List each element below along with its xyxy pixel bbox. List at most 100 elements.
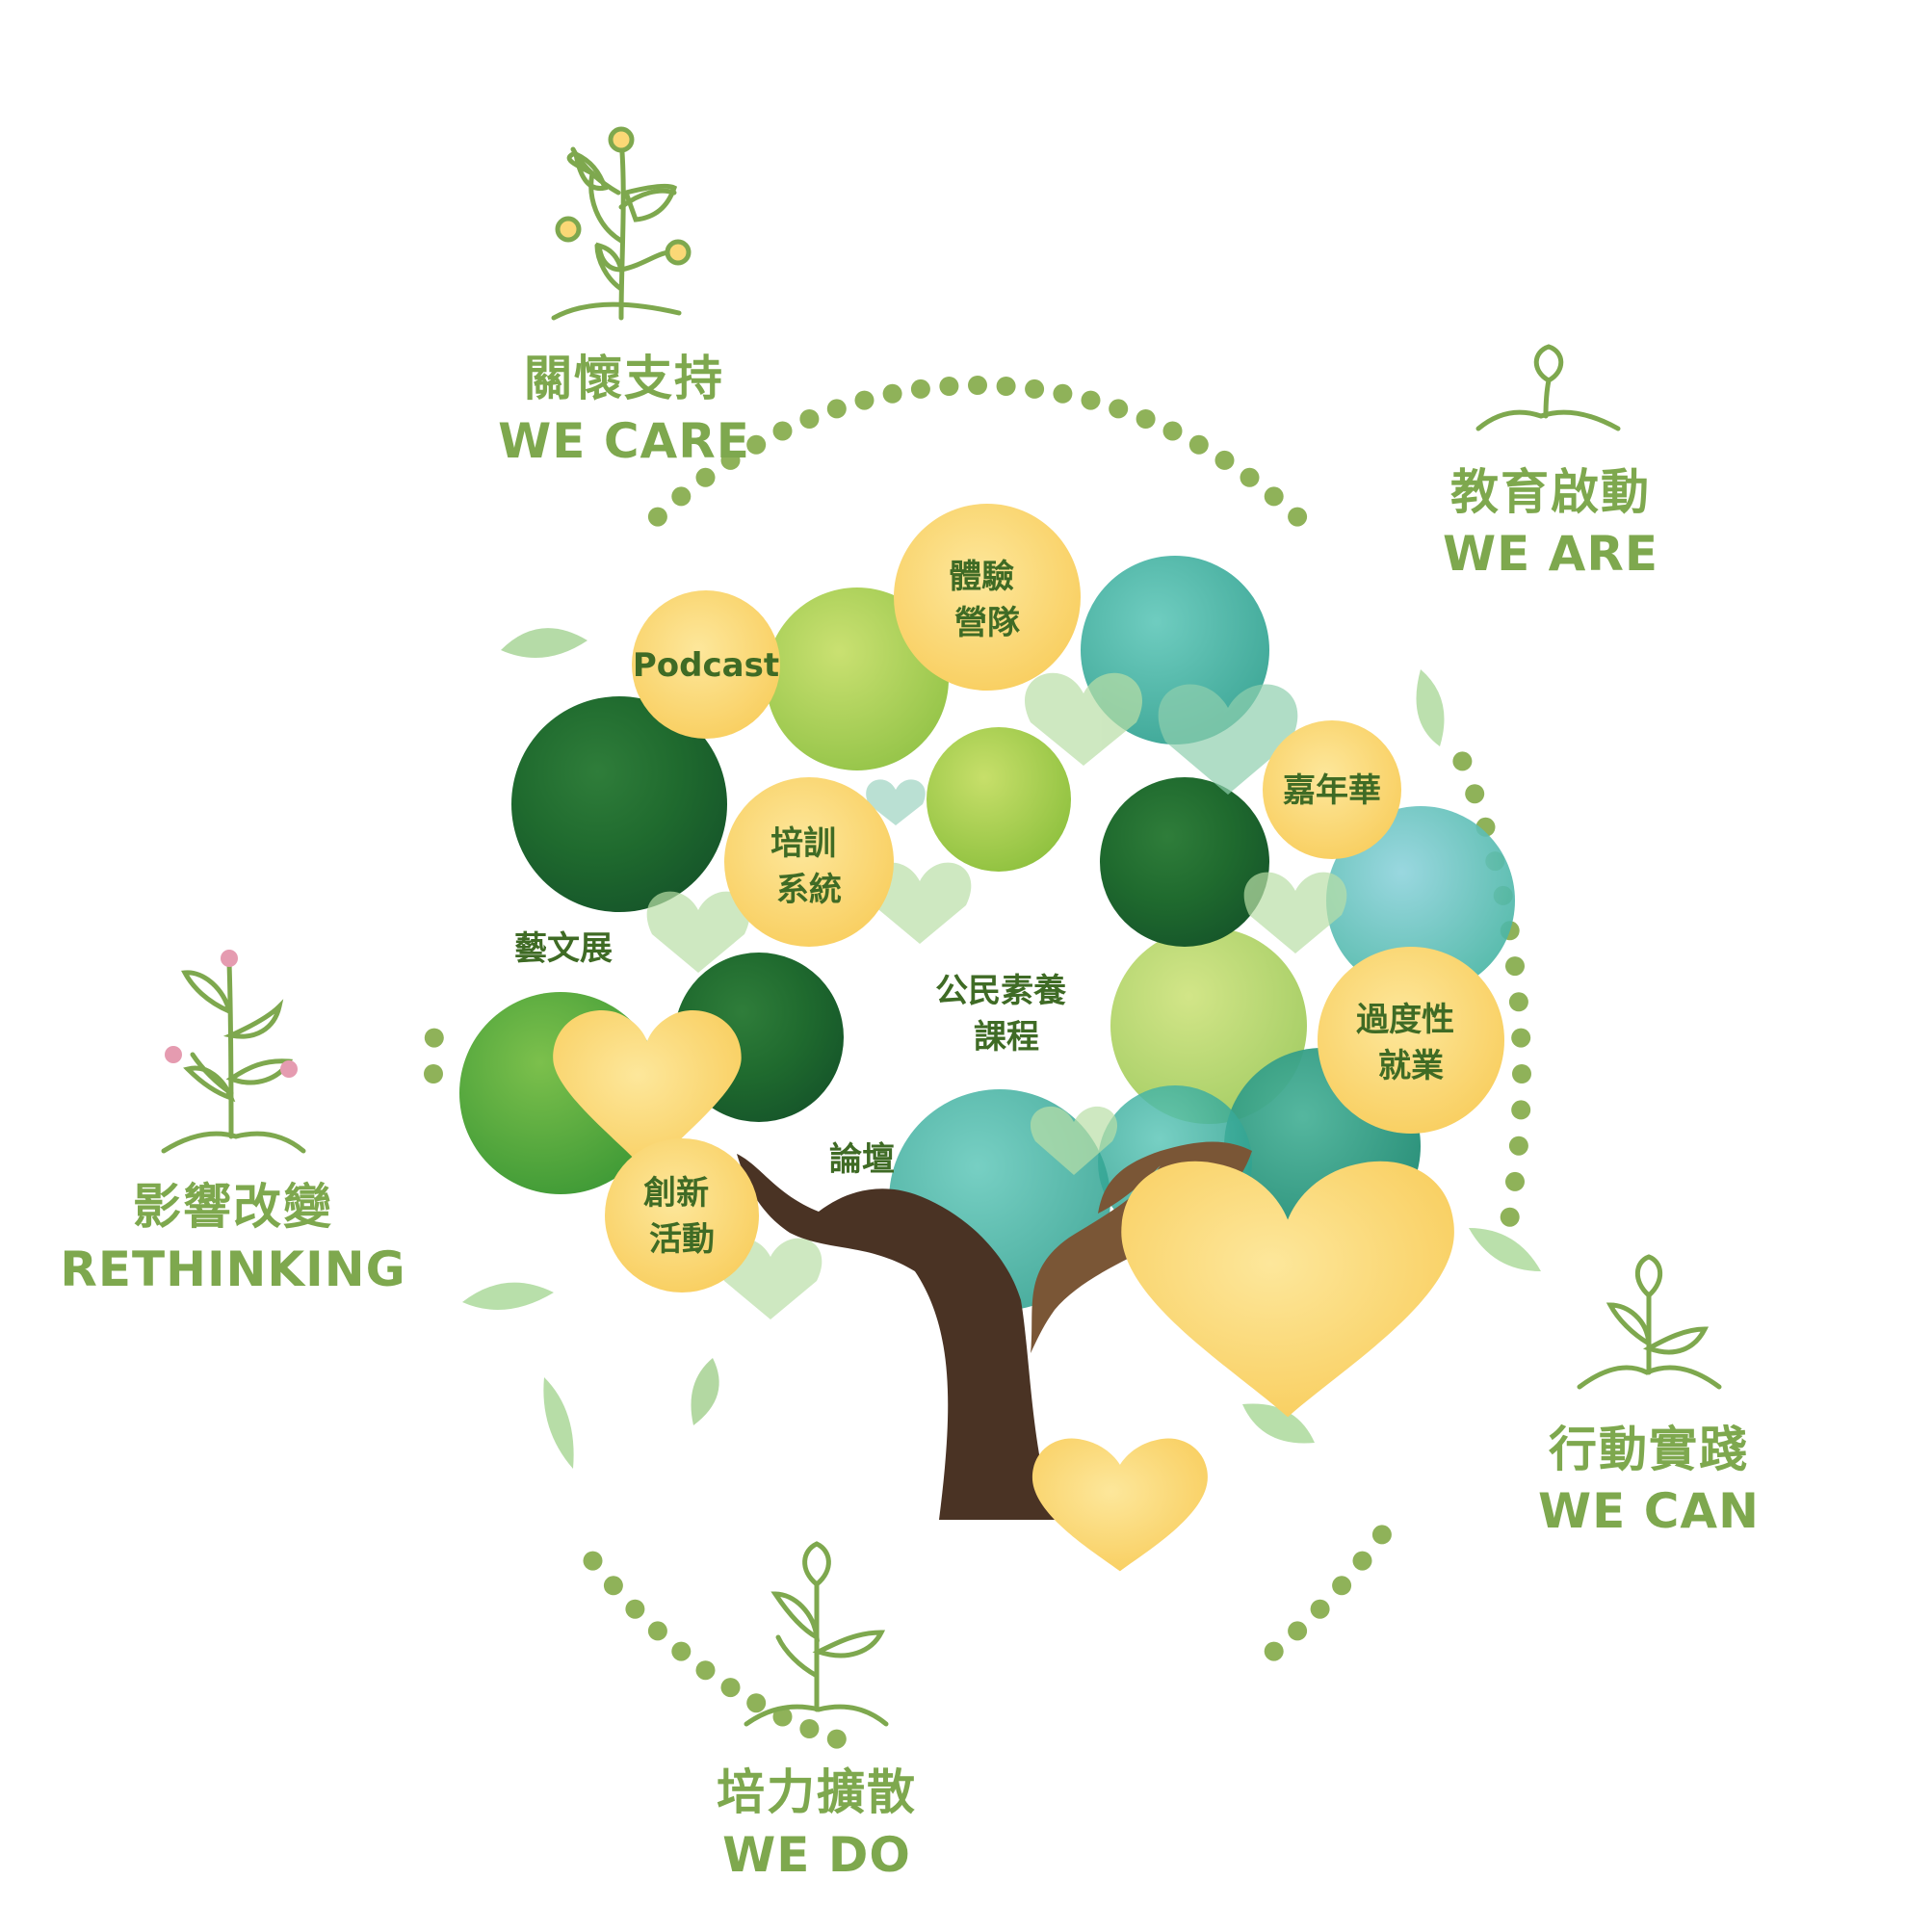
ring-dot	[1109, 399, 1129, 419]
ring-dot	[772, 421, 793, 441]
bubble-civic-label: 公民素養 課程	[935, 972, 1078, 1057]
bubble-transition-label: 過度性 就業	[1356, 1001, 1466, 1085]
ring-dot	[996, 377, 1016, 396]
stage-we-care: 關懷支持 WE CARE	[498, 126, 750, 469]
budding-plant-icon	[551, 126, 692, 321]
stage-care-zh: 關懷支持	[524, 351, 724, 406]
ring-dot	[1500, 1207, 1520, 1227]
stage-rethink-zh: 影響改變	[133, 1179, 333, 1235]
ring-dot	[647, 507, 667, 527]
ring-dot	[671, 486, 692, 507]
ring-dot	[746, 434, 767, 455]
dotted-cycle-ring	[424, 376, 1531, 1749]
bubble-art[interactable]: 藝文展	[471, 869, 742, 1172]
seedling-icon	[1577, 1254, 1722, 1390]
stage-we-are: 教育啟動 WE ARE	[1443, 344, 1658, 582]
leaf-icon	[691, 1358, 719, 1425]
bubble-podcast[interactable]: Podcast	[632, 590, 780, 739]
stage-do-en: WE DO	[722, 1827, 911, 1883]
ring-dot	[1508, 1136, 1528, 1156]
ring-dot	[695, 1660, 716, 1681]
stage-care-en: WE CARE	[498, 413, 750, 469]
ring-dot	[1505, 1171, 1525, 1191]
ring-dot	[647, 1621, 667, 1641]
bubble-camp-label: 體驗 營隊	[949, 558, 1026, 642]
leaf-icon	[1242, 1403, 1315, 1444]
ring-dot	[1136, 409, 1156, 429]
bubble-podcast-label: Podcast	[633, 646, 779, 685]
ring-dot	[1264, 1641, 1284, 1661]
ring-dot	[1310, 1599, 1330, 1619]
ring-dot	[1512, 1064, 1531, 1083]
bubble-transition[interactable]: 過度性 就業	[1318, 947, 1504, 1134]
ring-dot	[695, 467, 716, 487]
stage-do-zh: 培力擴散	[717, 1764, 917, 1820]
growing-plant-icon	[744, 1541, 889, 1727]
bubble-forum-label: 論壇	[829, 1140, 895, 1179]
ring-dot	[1240, 467, 1260, 487]
heart-icon	[646, 891, 750, 973]
leaf-icon	[543, 1377, 574, 1469]
ring-dot	[1053, 383, 1073, 404]
ring-dot	[720, 450, 741, 470]
stage-we-can: 行動實踐 WE CAN	[1538, 1254, 1760, 1539]
ring-dot	[720, 1678, 741, 1698]
ring-dot	[1371, 1525, 1392, 1545]
activity-bubbles: Podcast 體驗 營隊 嘉年華 培訓 系統 藝文展	[471, 504, 1504, 1572]
ring-dot	[1332, 1576, 1352, 1596]
leaf-icon	[1469, 1228, 1541, 1271]
stage-rethinking: 影響改變 RETHINKING	[60, 950, 405, 1297]
ring-dot	[910, 379, 930, 399]
flower-icon	[165, 950, 298, 1078]
ring-dot	[882, 383, 902, 404]
stage-we-do: 培力擴散 WE DO	[717, 1541, 917, 1883]
ring-dot	[826, 399, 847, 419]
bubble-training-label: 培訓 系統	[770, 824, 848, 909]
ring-dot	[424, 1064, 443, 1083]
ring-dot	[1081, 390, 1101, 410]
leaf-icon	[462, 1282, 554, 1310]
ring-dot	[1288, 507, 1308, 527]
ring-dot	[799, 1719, 820, 1738]
ring-dot	[1505, 956, 1525, 977]
stage-can-zh: 行動實踐	[1549, 1422, 1749, 1477]
ring-dot	[939, 377, 959, 396]
stage-are-zh: 教育啟動	[1450, 464, 1651, 520]
stage-are-en: WE ARE	[1443, 526, 1658, 582]
bubble-civic[interactable]: 公民素養 課程	[935, 972, 1454, 1418]
ring-dot	[583, 1551, 603, 1571]
ring-dot	[1025, 379, 1045, 399]
ring-dot	[1214, 450, 1235, 470]
bubble-art-label: 藝文展	[514, 929, 613, 968]
floating-leaves	[462, 628, 1541, 1469]
ring-dot	[799, 409, 820, 429]
ring-dot	[1188, 434, 1209, 455]
ring-dot	[424, 1028, 444, 1048]
ring-dot	[968, 376, 987, 395]
ring-dot	[746, 1693, 767, 1713]
heart-icon	[866, 779, 926, 825]
ring-dot	[1288, 1621, 1308, 1641]
heart-icon	[1158, 684, 1298, 795]
heart-icon	[1030, 1106, 1118, 1175]
ring-dot	[854, 390, 875, 410]
stage-can-en: WE CAN	[1538, 1483, 1760, 1539]
ring-dot	[1162, 421, 1183, 441]
ring-dot	[625, 1599, 645, 1619]
bubble-camp[interactable]: 體驗 營隊	[894, 504, 1081, 691]
flowering-plant-icon	[161, 960, 306, 1154]
ring-dot	[1264, 486, 1284, 507]
sprout-icon	[1475, 344, 1621, 431]
ring-dot	[772, 1707, 793, 1727]
ring-dot	[1465, 784, 1485, 804]
ring-dot	[603, 1576, 623, 1596]
bubble-carnival-label: 嘉年華	[1283, 771, 1381, 810]
ring-dot	[671, 1641, 692, 1661]
bubble-carnival[interactable]: 嘉年華	[1263, 720, 1401, 859]
bubble-training[interactable]: 培訓 系統	[724, 777, 894, 947]
bubble-forum[interactable]: 論壇	[829, 1140, 1208, 1572]
ring-dot	[1452, 751, 1473, 771]
bubble-innovation[interactable]: 創新 活動	[605, 1138, 759, 1292]
heart-icon	[1025, 672, 1142, 766]
